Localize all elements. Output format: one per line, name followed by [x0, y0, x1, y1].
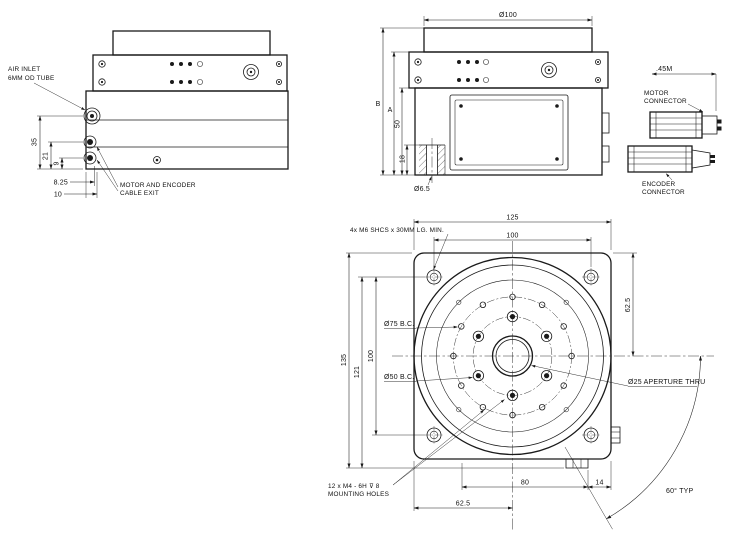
plan-view: 125 100 62.5 135 121 100 80 14 62.5: [328, 215, 714, 531]
dim-18: 18: [400, 155, 407, 163]
label-aperture: Ø25 APERTURE THRU: [628, 379, 705, 386]
dim-A: A: [388, 107, 393, 114]
cover-plate: [449, 94, 569, 171]
dim-14: 14: [595, 480, 603, 487]
corner-shcs-screws: [425, 268, 600, 444]
label-bc75: Ø75 B.C.: [384, 321, 414, 328]
dowel-holes: [456, 299, 569, 413]
section-hole: [419, 138, 446, 183]
dim-50: 50: [395, 120, 402, 128]
flange-side: [92, 54, 288, 92]
encoder-connector-label-line1: ENCODER: [642, 181, 676, 188]
dim-height-135: 135: [341, 354, 348, 366]
dim-9: 9: [54, 161, 61, 165]
dim-hole-spacing-100-top: 100: [506, 233, 518, 240]
side-view: 35 21 9 8.25 10 AIR INLET 6MM OD TUBE MO…: [8, 30, 289, 199]
side-stub-2: [601, 145, 610, 163]
dim-hole-dia: Ø6.5: [414, 186, 430, 193]
air-inlet-port: [83, 107, 101, 125]
cable-exit-label-line1: MOTOR AND ENCODER: [120, 182, 196, 189]
rotor-plate-front: [423, 27, 593, 53]
motor-connector-label-line2: CONNECTOR: [644, 98, 687, 105]
side-stub-1: [601, 112, 610, 134]
motor-connector: [649, 111, 722, 139]
cable-exit-ports: [83, 135, 97, 165]
note-mounting-holes-line2: MOUNTING HOLES: [328, 491, 389, 498]
dim-angle-60: 60° TYP: [666, 487, 694, 495]
body-screw: [153, 156, 161, 164]
encoder-connector-label-line2: CONNECTOR: [642, 189, 685, 196]
dim-half-width-625: 62.5: [456, 501, 470, 508]
flange-front: [408, 51, 609, 89]
dim-35: 35: [32, 138, 39, 146]
dim-width-125: 125: [506, 215, 518, 222]
air-inlet-label-line1: AIR INLET: [8, 66, 40, 73]
dim-cable-length: .45M: [656, 66, 672, 73]
flange-screws-front: [414, 58, 602, 84]
note-corner-screws: 4x M6 SHCS x 30MM LG. MIN.: [350, 227, 444, 234]
rotor-plate-side: [112, 30, 271, 56]
dim-10: 10: [54, 192, 62, 199]
air-inlet-label-line2: 6MM OD TUBE: [8, 75, 54, 82]
note-mounting-holes-line1: 12 x M4 - 6H ⊽ 8: [328, 483, 380, 490]
dim-80: 80: [521, 480, 529, 487]
dim-21: 21: [43, 152, 50, 160]
shcs-screws-50bc: [472, 310, 553, 401]
dim-8-25: 8.25: [54, 180, 68, 187]
cable-exit-label-line2: CABLE EXIT: [120, 190, 159, 197]
front-section-view: Ø6.5 Ø100 B A 50 18 .45M MOTOR CONNECTOR: [376, 12, 722, 196]
flange-screws: [98, 60, 282, 86]
dim-height-121: 121: [354, 366, 361, 378]
dim-B: B: [376, 101, 381, 108]
dim-half-height-625: 62.5: [625, 298, 632, 312]
encoder-connector: [627, 145, 715, 173]
motor-connector-label-line1: MOTOR: [644, 90, 669, 97]
dim-dia100: Ø100: [499, 12, 517, 19]
label-bc50: Ø50 B.C.: [384, 374, 414, 381]
dim-hole-spacing-100-left: 100: [368, 350, 375, 362]
body-side: [85, 90, 289, 170]
